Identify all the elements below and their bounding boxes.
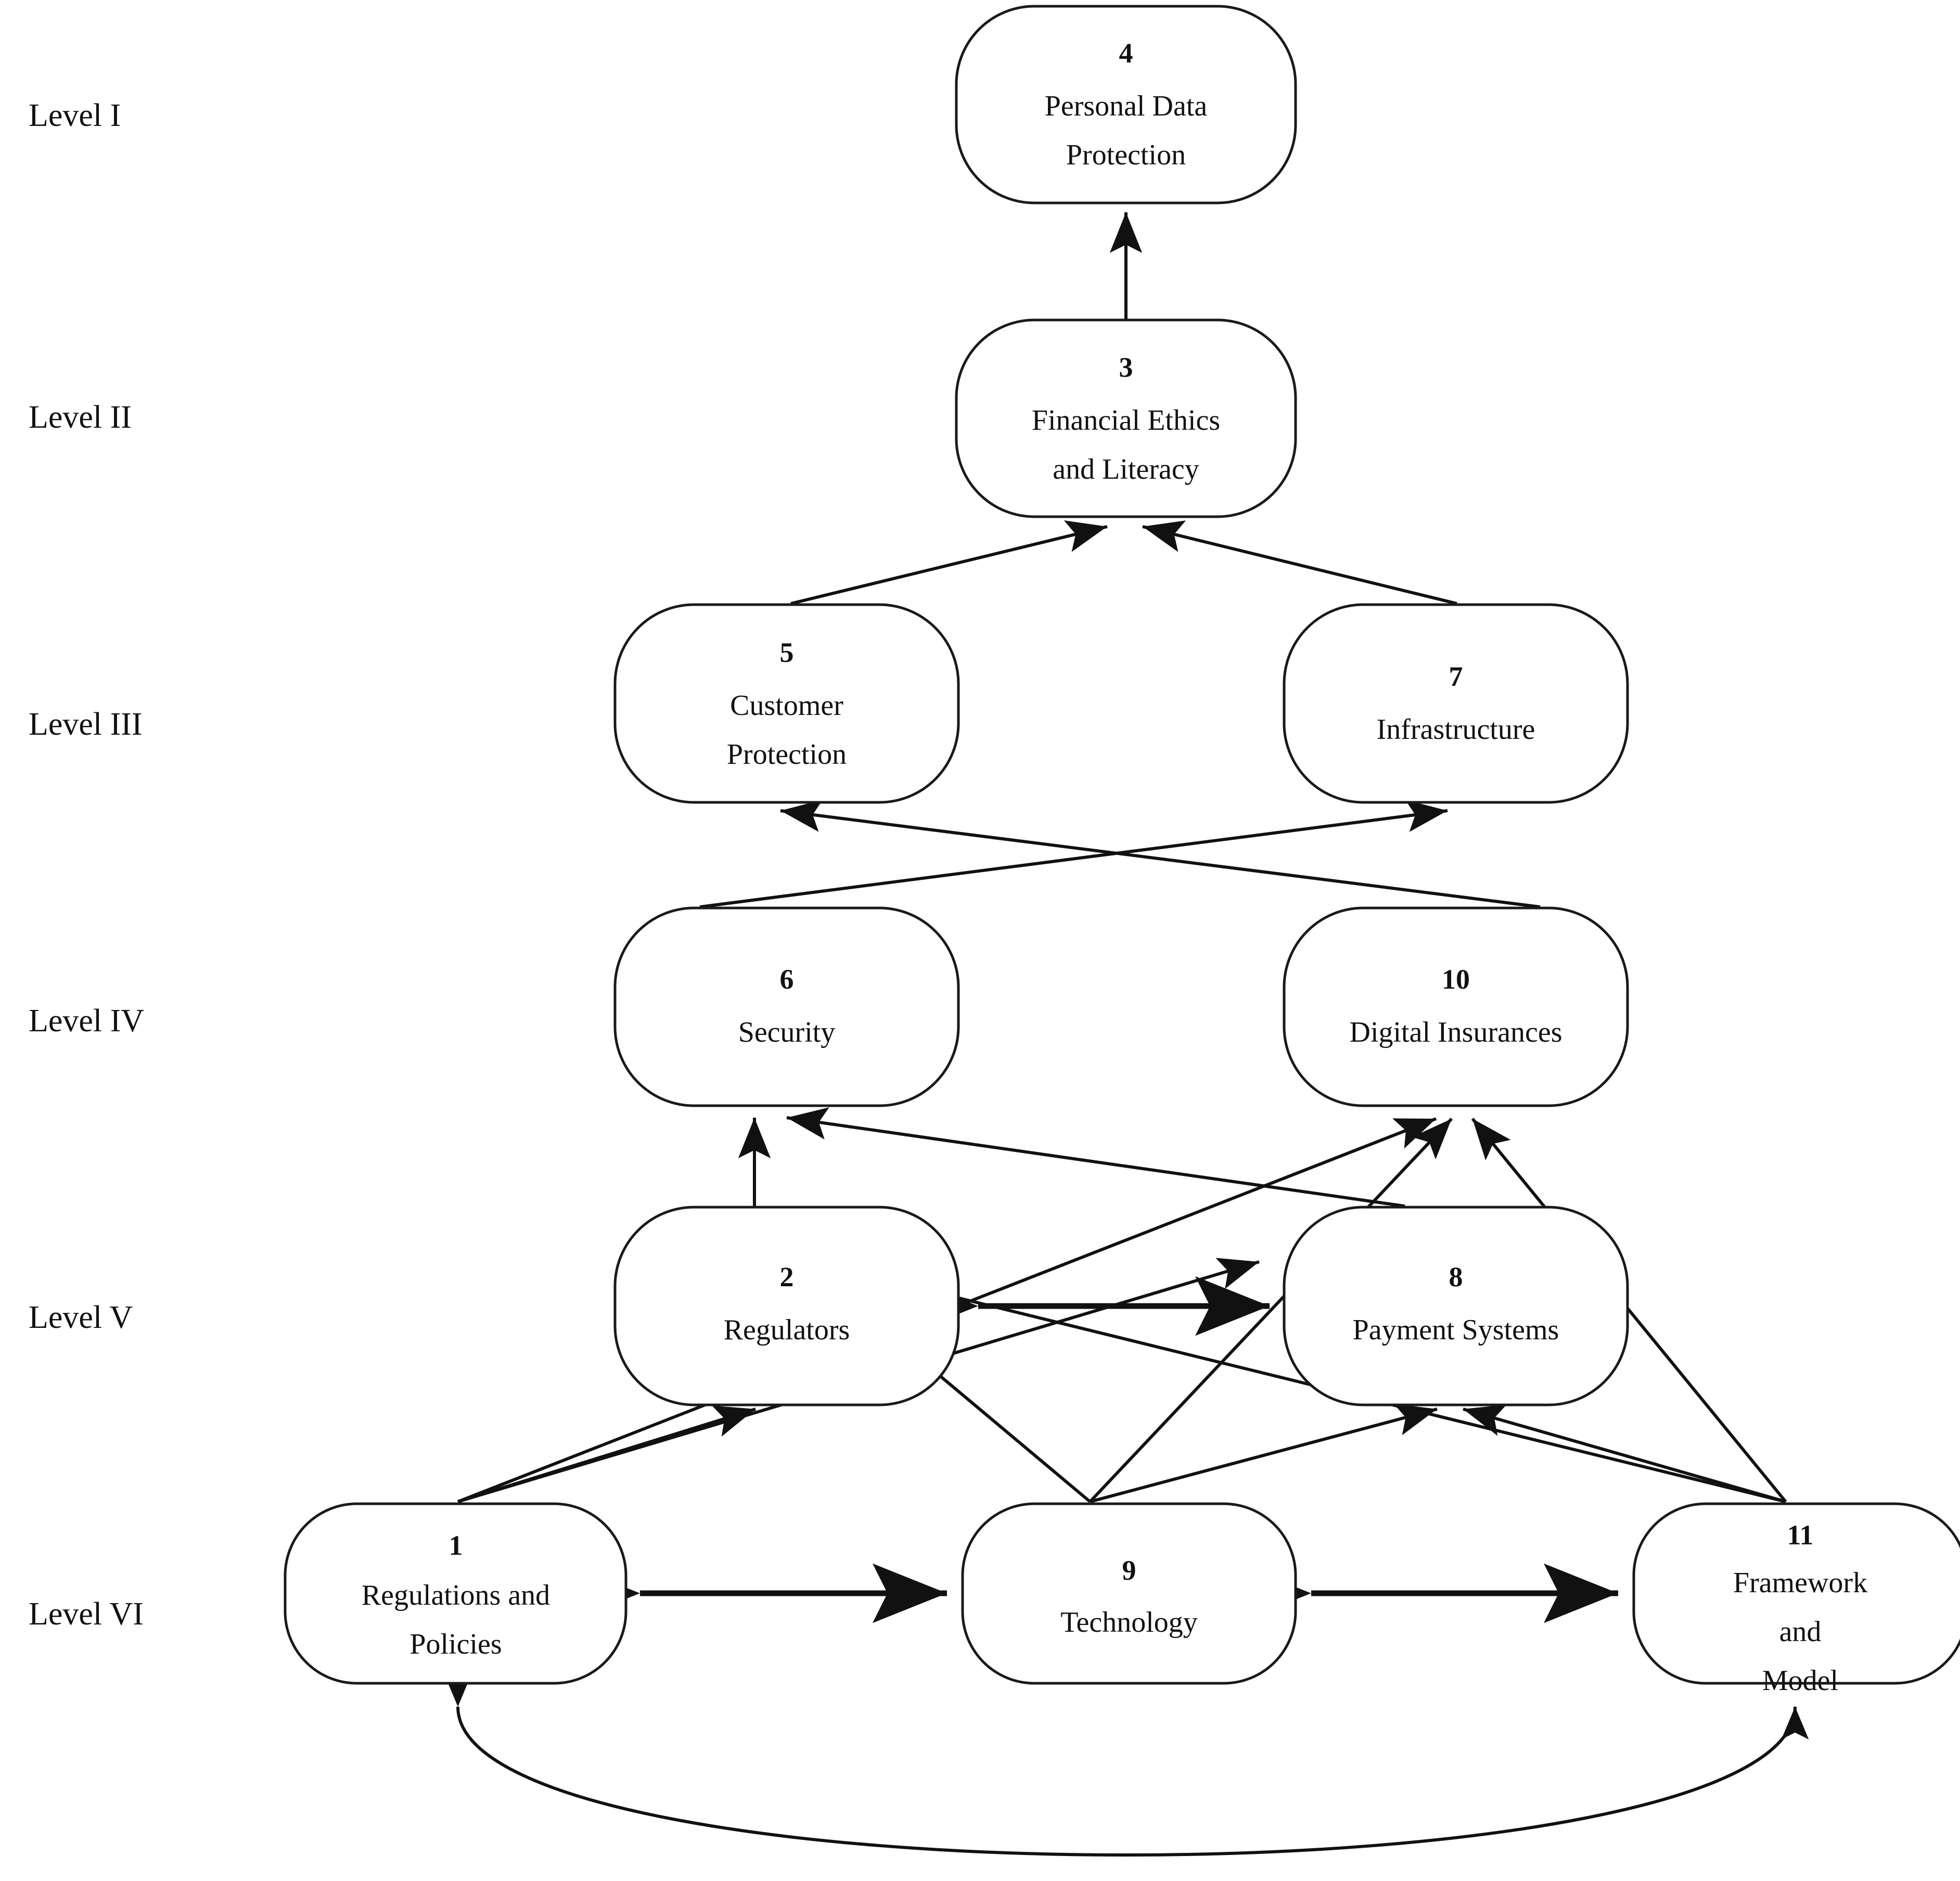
edge-9-to-8 <box>1090 1403 1438 1503</box>
node-6-shape <box>613 906 960 1107</box>
node-9-number: 9 <box>1122 1555 1136 1586</box>
node-2-number: 2 <box>780 1261 794 1293</box>
node-9-technology[interactable]: 9 Technology <box>961 1502 1297 1685</box>
node-5-shape <box>613 603 960 804</box>
node-3-label-line-1: Financial Ethics <box>1032 404 1220 437</box>
node-11-number: 11 <box>1787 1519 1813 1551</box>
node-8-payment-systems[interactable]: 8 Payment Systems <box>1283 1206 1629 1406</box>
edge-5-to-3 <box>790 520 1108 605</box>
node-3-label-line-2: and Literacy <box>1053 453 1199 485</box>
node-5-label-line-2: Protection <box>727 738 847 771</box>
node-6-label-line-1: Security <box>738 1016 836 1048</box>
node-1-label-line-1: Regulations and <box>362 1579 550 1611</box>
level-label-1: Level I <box>29 98 121 133</box>
edge-9-to-10 <box>1088 1117 1453 1503</box>
edge-10-to-5 <box>780 799 1541 908</box>
node-1-shape <box>284 1502 627 1685</box>
edge-layer <box>444 212 1809 1857</box>
node-layer: 4 Personal Data Protection 3 Financial E… <box>284 5 1960 1697</box>
node-4-number: 4 <box>1119 37 1133 69</box>
node-10-number: 10 <box>1442 964 1470 995</box>
node-11-label-line-1: Framework <box>1733 1567 1867 1599</box>
node-6-security[interactable]: 6 Security <box>613 906 960 1107</box>
node-10-digital-insurances[interactable]: 10 Digital Insurances <box>1283 906 1629 1107</box>
node-3-shape <box>955 318 1297 518</box>
node-2-shape <box>613 1206 960 1406</box>
node-4-shape <box>955 5 1297 204</box>
level-label-column: Level I Level II Level III Level IV Leve… <box>29 98 144 1632</box>
node-10-shape <box>1283 906 1629 1107</box>
node-2-regulators[interactable]: 2 Regulators <box>613 1206 960 1406</box>
node-8-label-line-1: Payment Systems <box>1353 1314 1559 1346</box>
node-7-number: 7 <box>1449 661 1463 692</box>
level-label-3: Level III <box>29 707 143 742</box>
edge-6-to-7 <box>699 800 1448 908</box>
edge-8-to-6 <box>786 1107 1405 1208</box>
level-label-2: Level II <box>29 400 132 435</box>
node-7-infrastructure[interactable]: 7 Infrastructure <box>1283 603 1629 804</box>
level-label-4: Level IV <box>29 1003 144 1039</box>
node-4-label-line-1: Personal Data <box>1045 90 1208 122</box>
edge-7-to-3 <box>1142 520 1457 605</box>
node-1-label-line-2: Policies <box>409 1628 502 1660</box>
node-11-framework-and-model[interactable]: 11 Framework and Model <box>1632 1502 1960 1697</box>
node-3-financial-ethics-and-literacy[interactable]: 3 Financial Ethics and Literacy <box>955 318 1297 518</box>
node-5-number: 5 <box>780 637 794 668</box>
node-9-label-line-1: Technology <box>1060 1606 1198 1639</box>
node-4-personal-data-protection[interactable]: 4 Personal Data Protection <box>955 5 1297 204</box>
node-1-regulations-and-policies[interactable]: 1 Regulations and Policies <box>284 1502 627 1685</box>
edge-11-to-10 <box>1471 1118 1787 1503</box>
node-10-label-line-1: Digital Insurances <box>1350 1016 1562 1048</box>
node-4-label-line-2: Protection <box>1066 139 1186 171</box>
node-11-shape <box>1632 1502 1960 1685</box>
level-label-5: Level V <box>29 1300 133 1335</box>
edge-11-to-8 <box>1463 1404 1786 1503</box>
node-5-customer-protection[interactable]: 5 Customer Protection <box>613 603 960 804</box>
node-8-number: 8 <box>1449 1261 1463 1293</box>
node-6-number: 6 <box>780 964 794 995</box>
node-2-label-line-1: Regulators <box>724 1314 850 1346</box>
node-9-shape <box>961 1502 1297 1685</box>
node-7-label-line-1: Infrastructure <box>1377 713 1535 746</box>
node-11-label-line-2: and <box>1779 1616 1822 1648</box>
level-label-6: Level VI <box>29 1596 144 1632</box>
node-7-shape <box>1283 603 1629 804</box>
node-3-number: 3 <box>1119 352 1133 383</box>
node-8-shape <box>1283 1206 1629 1406</box>
node-11-label-line-3: Model <box>1762 1665 1838 1697</box>
node-1-number: 1 <box>449 1530 463 1561</box>
node-5-label-line-1: Customer <box>730 689 843 722</box>
edge-1-to-11-bottom-curve <box>444 1673 1809 1857</box>
